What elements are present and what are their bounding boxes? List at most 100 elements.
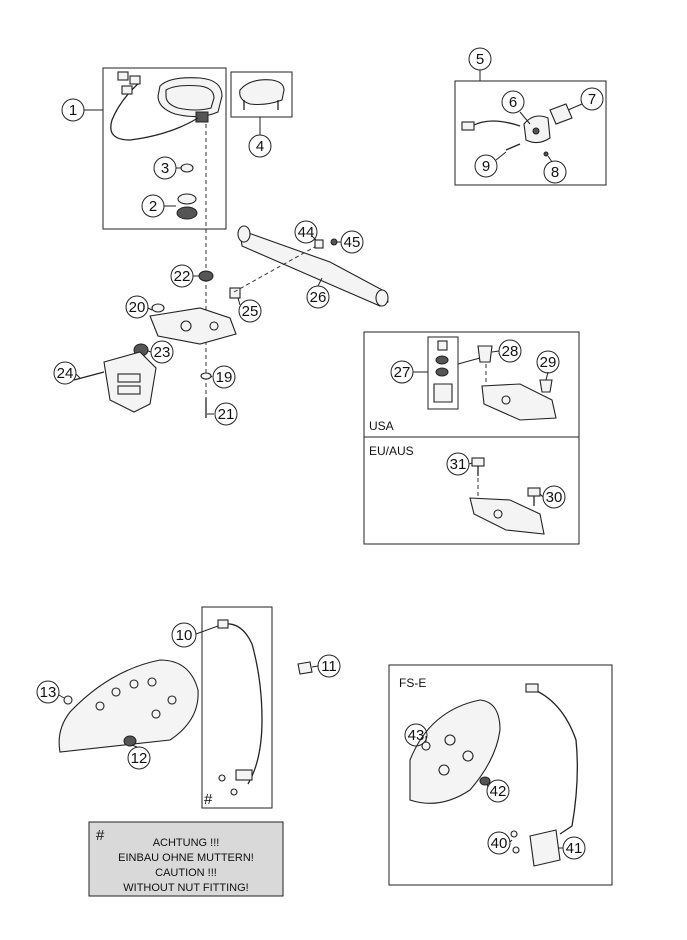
switch-group-box (454, 80, 607, 186)
sensor-head-10 (235, 769, 253, 781)
region-label-eu-aus: EU/AUS (369, 444, 414, 458)
triple-clamp-usa (481, 383, 557, 421)
svg-text:1: 1 (69, 102, 77, 119)
lock-part-28 (477, 345, 493, 363)
warning-note-hash: # (96, 827, 105, 844)
svg-text:4: 4 (256, 138, 264, 155)
callout-31: 31 (446, 452, 473, 476)
svg-text:13: 13 (40, 684, 57, 701)
callout-28: 28 (491, 339, 522, 363)
arrow-to-27 (457, 357, 481, 365)
svg-text:28: 28 (502, 343, 519, 360)
grommet-part-3 (180, 163, 194, 173)
callout-23: 23 (147, 340, 174, 364)
bracket-part-24 (103, 351, 157, 413)
svg-text:45: 45 (344, 234, 361, 251)
plug-part-29 (539, 379, 553, 393)
svg-text:20: 20 (129, 299, 146, 316)
switch-cable (471, 120, 521, 127)
svg-text:40: 40 (491, 835, 508, 852)
sensor-cable-10 (223, 623, 263, 785)
sensor-group-box (201, 606, 273, 809)
callout-24: 24 (53, 361, 81, 385)
variant-box (363, 331, 580, 545)
callout-26: 26 (306, 277, 330, 309)
warning-note-line2: EINBAU OHNE MUTTERN! (118, 852, 254, 864)
svg-text:31: 31 (450, 456, 467, 473)
callout-12: 12 (127, 744, 151, 770)
svg-text:43: 43 (408, 727, 425, 744)
brake-disc (58, 659, 199, 753)
cover-part-4 (239, 79, 285, 110)
cover-group-box (230, 71, 293, 118)
svg-text:30: 30 (546, 489, 563, 506)
callout-13: 13 (36, 680, 65, 704)
nut-part-8 (543, 151, 549, 157)
callout-40: 40 (487, 831, 513, 855)
callout-45: 45 (337, 230, 364, 254)
ring-part-13 (63, 695, 73, 705)
warning-note-box (88, 821, 284, 897)
sensor-connector-10 (217, 619, 229, 629)
spacer-part-44 (314, 239, 324, 249)
ignition-part-27 (433, 340, 453, 403)
callout-10: 10 (171, 622, 219, 648)
warning-note-line4: WITHOUT NUT FITTING! (123, 882, 248, 894)
svg-text:23: 23 (154, 344, 171, 361)
svg-text:22: 22 (174, 268, 191, 285)
svg-text:24: 24 (57, 365, 74, 382)
callout-44: 44 (294, 220, 318, 244)
callout-3: 3 (153, 156, 181, 180)
callout-9: 9 (474, 151, 507, 178)
fse-cable (529, 687, 578, 835)
callout-2: 2 (141, 194, 176, 218)
svg-text:12: 12 (131, 750, 148, 767)
svg-text:26: 26 (310, 289, 327, 306)
cap-part-7 (549, 103, 573, 125)
screws-part-40 (510, 830, 520, 854)
svg-text:27: 27 (394, 364, 411, 381)
fse-box (388, 664, 613, 886)
svg-text:10: 10 (176, 627, 193, 644)
triple-clamp-part-20 (149, 303, 237, 345)
clip-part-11 (297, 661, 313, 675)
svg-text:11: 11 (321, 658, 337, 675)
callout-22: 22 (170, 264, 199, 288)
triple-clamp-eu (469, 497, 545, 535)
bolt-part-31 (471, 457, 485, 476)
warning-note-line1: ACHTUNG !!! (153, 837, 220, 849)
svg-text:44: 44 (298, 224, 315, 241)
callout-19: 19 (210, 365, 236, 389)
svg-text:9: 9 (482, 158, 490, 175)
callout-20: 20 (125, 295, 153, 319)
nut-part-42 (479, 776, 491, 786)
callout-1: 1 (61, 98, 103, 122)
nut-part-45 (330, 238, 338, 246)
callout-8: 8 (543, 155, 567, 184)
speedometer-cable (110, 81, 199, 141)
svg-text:7: 7 (588, 91, 596, 108)
screw-part-9 (505, 143, 521, 151)
svg-text:21: 21 (218, 406, 235, 423)
rubber-part-22 (198, 270, 214, 282)
svg-text:42: 42 (490, 783, 507, 800)
hash-marker: # (204, 791, 213, 808)
callout-25: 25 (237, 297, 262, 323)
bracket-part-26 (237, 225, 389, 307)
fse-connector (525, 683, 539, 693)
callout-11: 11 (311, 654, 341, 678)
callout-6: 6 (501, 90, 531, 125)
washer-part-19 (200, 372, 212, 380)
callout-27: 27 (390, 360, 428, 384)
speedometer-group-box (102, 67, 227, 230)
fse-disc (409, 699, 501, 804)
spacer-part-25 (229, 287, 241, 299)
connector-part (117, 71, 141, 95)
callout-41: 41 (558, 836, 586, 860)
warning-note-line3: CAUTION !!! (155, 867, 217, 879)
callout-4: 4 (248, 134, 272, 158)
svg-text:5: 5 (476, 51, 484, 68)
callout-5: 5 (468, 47, 492, 71)
svg-text:29: 29 (540, 354, 557, 371)
